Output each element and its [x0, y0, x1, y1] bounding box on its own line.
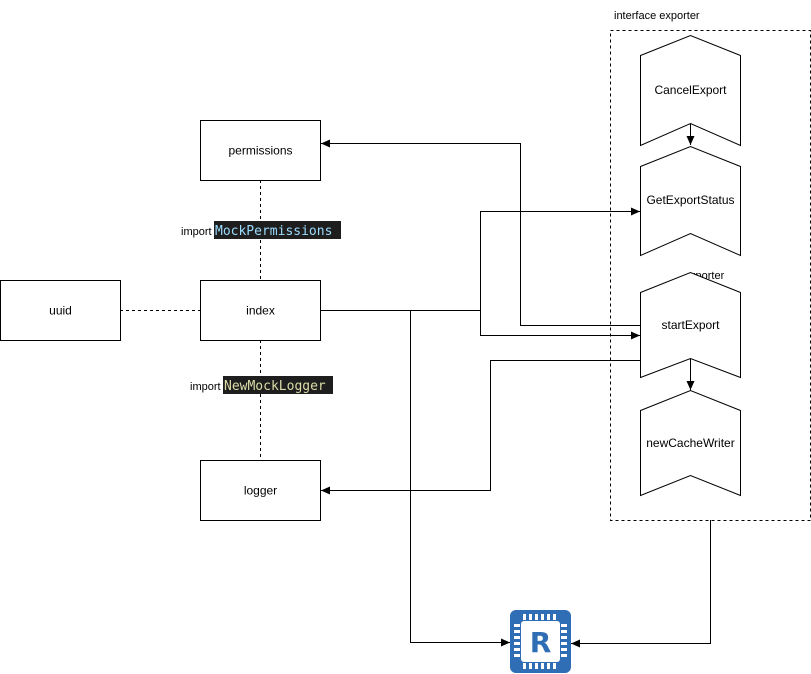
- import-permissions-code-bg: [214, 221, 341, 239]
- method-get-export-status-label: GetExportStatus: [646, 193, 734, 207]
- import-permissions-keyword: import: [181, 226, 212, 238]
- import-logger-code-bg: [223, 376, 333, 394]
- node-logger-label: logger: [244, 484, 277, 498]
- import-logger-label: import NewMockLogger: [190, 376, 333, 394]
- node-uuid[interactable]: uuid: [0, 280, 121, 341]
- index-to-getexportstatus-arrow: [320, 207, 640, 311]
- node-index[interactable]: index: [200, 280, 321, 341]
- redis-icon-letter: R: [530, 626, 552, 659]
- node-logger[interactable]: logger: [200, 460, 321, 521]
- redis-icon-chip: [521, 621, 560, 662]
- node-uuid-label: uuid: [49, 304, 72, 318]
- method-start-export-label: startExport: [661, 318, 720, 332]
- index-to-startexport-arrow: [480, 310, 640, 340]
- import-logger-symbol: NewMockLogger: [224, 379, 326, 394]
- index-to-redis-arrow: [410, 310, 510, 647]
- exporter-group-title: interface exporter: [614, 10, 700, 22]
- import-permissions-symbol: MockPermissions: [215, 224, 332, 239]
- redis-icon-pins: [514, 614, 567, 669]
- redis-icon[interactable]: R: [510, 610, 571, 673]
- import-logger-keyword: import: [190, 381, 221, 393]
- method-get-export-status[interactable]: GetExportStatus: [640, 145, 741, 257]
- method-new-cache-writer[interactable]: newCacheWriter: [640, 389, 741, 497]
- method-new-cache-writer-shape: [640, 389, 741, 497]
- connectors: [120, 123, 711, 648]
- node-index-box: [200, 280, 321, 341]
- method-cancel-export[interactable]: CancelExport: [640, 34, 741, 147]
- startexport-to-logger-arrow: [321, 360, 640, 495]
- node-index-label: index: [246, 304, 275, 318]
- method-get-export-status-shape: [640, 145, 741, 257]
- node-uuid-box: [0, 280, 121, 341]
- node-permissions-box: [200, 120, 321, 181]
- method-cancel-export-shape: [640, 34, 741, 147]
- method-new-cache-writer-label: newCacheWriter: [646, 436, 734, 450]
- node-logger-box: [200, 460, 321, 521]
- exporter-to-redis-arrow: [571, 520, 711, 648]
- method-start-export[interactable]: startExport: [640, 271, 741, 379]
- node-permissions-label: permissions: [228, 144, 292, 158]
- startexport-to-permissions-arrow: [321, 139, 640, 326]
- method-start-export-shape: [640, 271, 741, 379]
- import-permissions-label: import MockPermissions: [181, 221, 341, 239]
- node-permissions[interactable]: permissions: [200, 120, 321, 181]
- method-cancel-export-label: CancelExport: [654, 83, 727, 97]
